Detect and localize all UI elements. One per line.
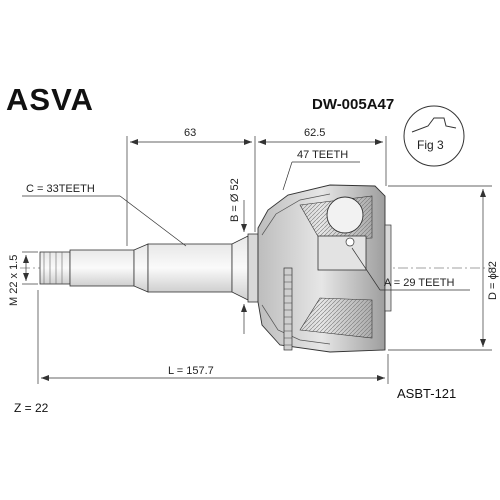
dim-c-teeth: C = 33TEETH [26, 183, 95, 195]
figure-callout [403, 105, 465, 167]
dim-thread: M 22 x 1.5 [8, 255, 20, 306]
dim-total-length: L = 157.7 [168, 365, 214, 377]
inner-race [317, 235, 367, 271]
reference-code: ASBT-121 [397, 386, 457, 401]
shaft-body [147, 243, 233, 293]
dim-right-length: 62.5 [304, 127, 325, 139]
dim-z-value: Z = 22 [14, 401, 49, 415]
part-number: DW-005A47 [312, 96, 395, 113]
dim-a-teeth: A = 29 TEETH [384, 277, 454, 289]
brand-logo: ASVA [6, 82, 94, 117]
abs-ring [283, 267, 293, 351]
dim-b-diameter: B = Ø 52 [229, 178, 241, 222]
ball-bearing [326, 196, 364, 234]
shaft-spline [69, 249, 135, 287]
dim-left-length: 63 [184, 127, 196, 139]
dim-d-diameter: D = ϕ82 [487, 261, 499, 300]
threaded-end [39, 251, 71, 285]
figure-label: Fig 3 [417, 138, 444, 152]
dim-outer-teeth: 47 TEETH [297, 149, 348, 161]
